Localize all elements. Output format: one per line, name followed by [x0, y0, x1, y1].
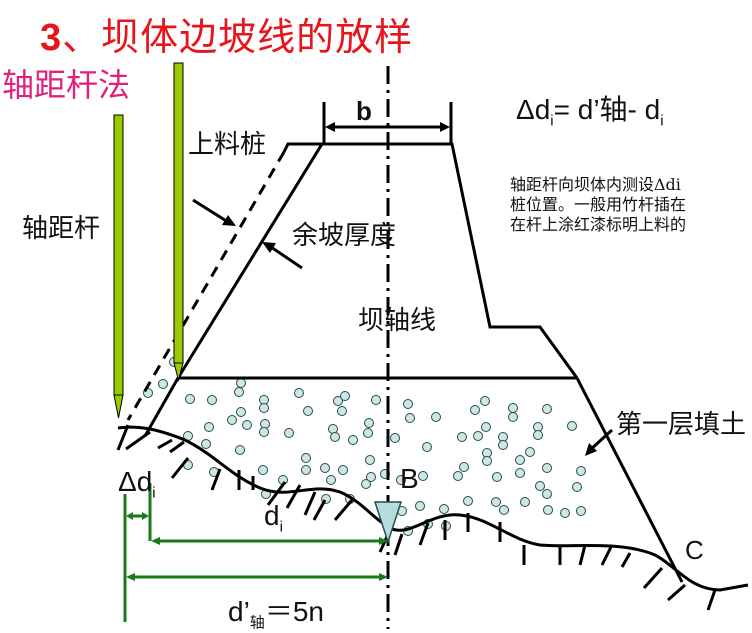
label-d-axis: d’轴＝5n: [228, 596, 324, 632]
label-first-fill-layer: 第一层填土: [616, 410, 747, 440]
method-subtitle: 轴距杆法: [2, 66, 131, 104]
formula: Δdi= d’轴- di: [516, 94, 664, 130]
page-title: 3、坝体边坡线的放样: [40, 15, 414, 59]
label-di: di: [264, 500, 283, 536]
fill-pebbles: [143, 357, 586, 536]
ground-line: [117, 425, 749, 592]
label-dam-axis: 坝轴线: [358, 306, 437, 336]
ground-hatch: [116, 424, 717, 611]
crest-width-dimension: [322, 102, 453, 144]
axis-pole-left: [113, 114, 124, 419]
label-point-b: B: [400, 463, 419, 494]
stake-line: [126, 151, 286, 421]
slope-thickness-arrows: [192, 198, 303, 270]
b-marker: [373, 501, 403, 545]
label-upper-stake: 上料桩: [188, 130, 267, 160]
label-slope-thickness: 余坡厚度: [292, 221, 397, 251]
dam-outline: [143, 142, 684, 583]
label-point-c: C: [685, 535, 704, 565]
label-delta-di: Δdi: [118, 466, 156, 502]
axis-pole-right: [173, 62, 184, 382]
label-crest-width: b: [356, 96, 372, 126]
explanation-note: 轴距杆向坝体内测设Δdi 桩位置。一般用竹杆插在 在杆上涂红漆标明上料的: [510, 175, 687, 234]
label-axis-pole: 轴距杆: [22, 214, 101, 244]
